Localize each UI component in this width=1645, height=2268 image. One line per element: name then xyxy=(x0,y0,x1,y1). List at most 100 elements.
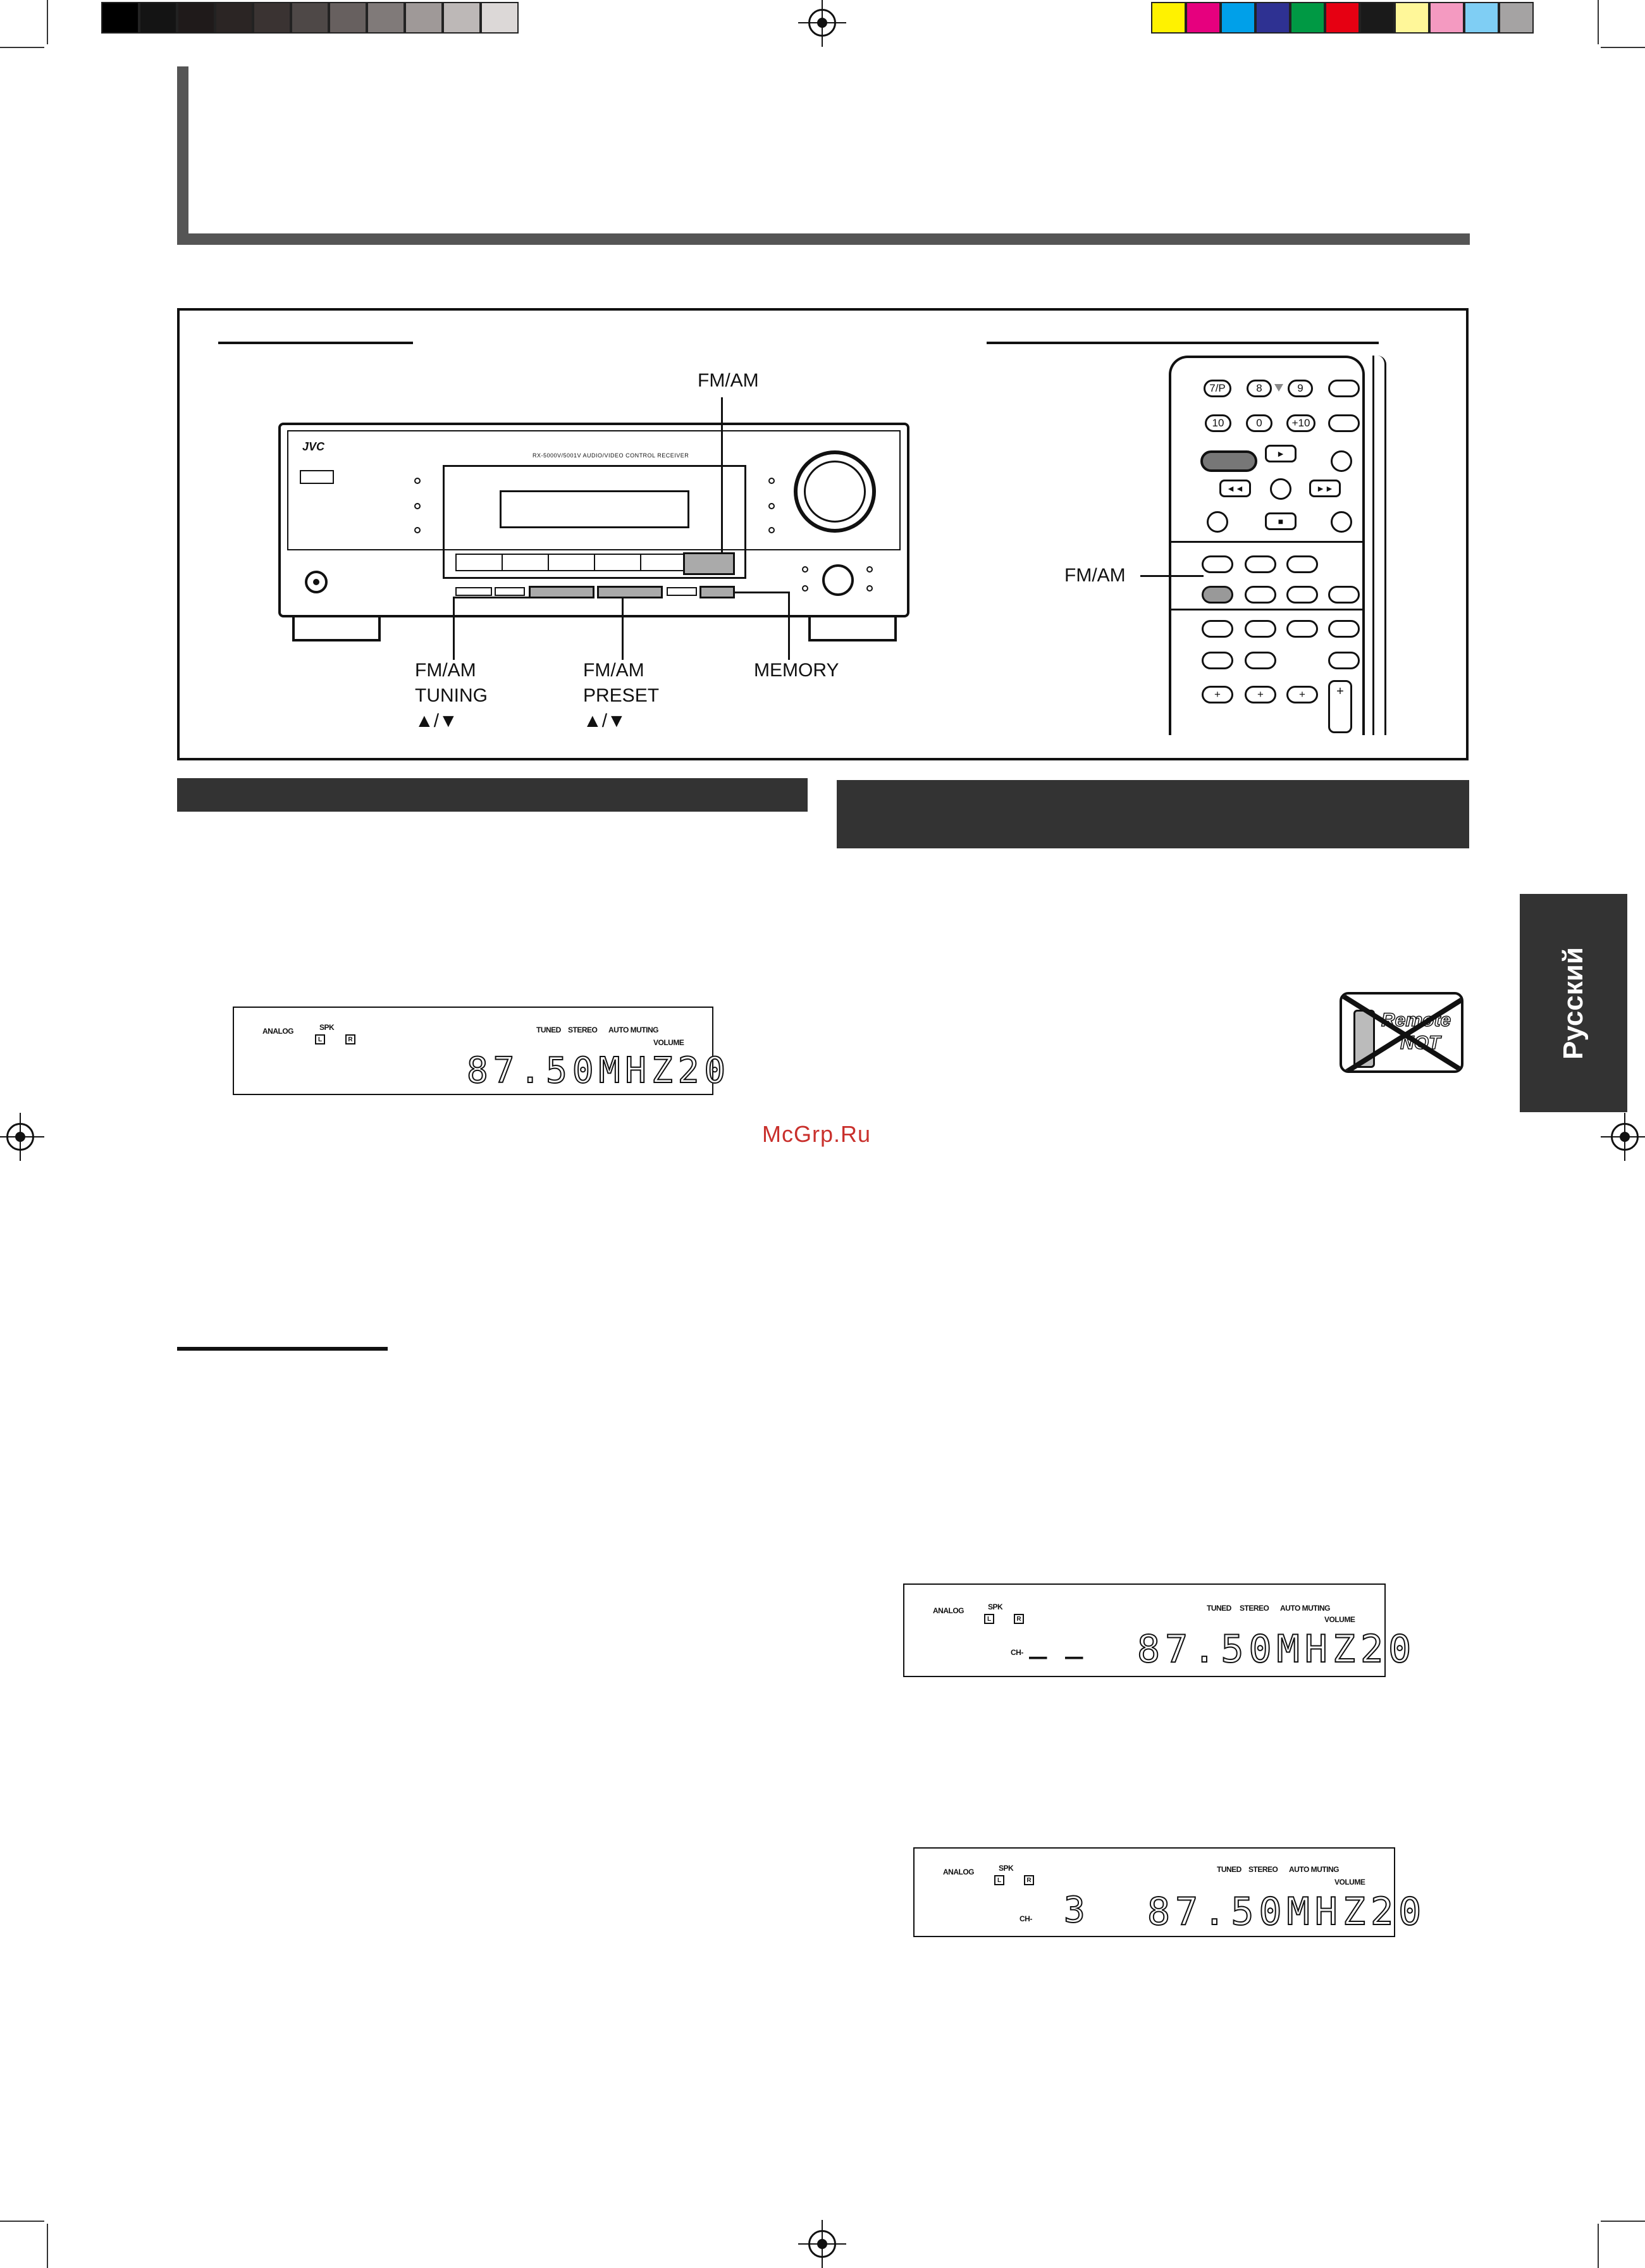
color-swatch xyxy=(1221,2,1255,34)
color-swatch xyxy=(1429,2,1464,34)
gray-swatch xyxy=(367,2,405,34)
indicator-led xyxy=(802,585,808,592)
indicator-led xyxy=(414,527,421,533)
color-swatch xyxy=(1290,2,1325,34)
language-tab: Русский xyxy=(1520,894,1627,1112)
lcd-tuned: TUNED xyxy=(1207,1604,1231,1613)
lcd-display-3: ANALOG SPK L R TUNED STEREO AUTO MUTING … xyxy=(913,1847,1422,1937)
prev-track-icon: ◄◄ xyxy=(1219,480,1251,497)
fmam-button-receiver xyxy=(683,552,735,575)
remote-plus-key: + xyxy=(1286,686,1318,703)
color-swatch xyxy=(1325,2,1360,34)
gray-swatch xyxy=(139,2,177,34)
section-bar-left xyxy=(177,778,808,812)
indicator-led xyxy=(802,566,808,573)
gray-swatch xyxy=(101,2,139,34)
remote-key-blank xyxy=(1245,652,1276,669)
crop-mark xyxy=(1598,2224,1599,2268)
remote-key-10: 10 xyxy=(1205,414,1231,432)
lcd-stereo: STEREO xyxy=(568,1026,598,1034)
crop-mark xyxy=(0,2221,44,2222)
receiver-model-text: RX-5000V/5001V AUDIO/VIDEO CONTROL RECEI… xyxy=(533,452,689,459)
lcd-display-1: ANALOG SPK L R TUNED STEREO AUTO MUTING … xyxy=(233,1007,726,1095)
master-volume-knob xyxy=(794,450,876,533)
remote-circle-key xyxy=(1331,511,1352,533)
memory-button-receiver xyxy=(699,586,735,598)
memory-callout: MEMORY xyxy=(754,660,839,681)
lower-button xyxy=(495,587,525,596)
indicator-led xyxy=(768,478,775,484)
tuning-callout-line1: FM/AM xyxy=(415,660,476,681)
receiver-faceplate xyxy=(287,430,901,550)
receiver-foot-left xyxy=(292,616,381,641)
lcd-frequency: 87.50MHZ20 xyxy=(1147,1890,1427,1934)
lcd-frequency: 87.50MHZ20 xyxy=(466,1050,731,1091)
memory-leader-h xyxy=(735,592,789,593)
lcd-volume: VOLUME xyxy=(1324,1615,1355,1624)
tuning-callout-line2: TUNING xyxy=(415,685,488,706)
remote-key-blank xyxy=(1202,555,1233,573)
power-button xyxy=(300,470,334,484)
preset-leader xyxy=(622,598,624,660)
lcd-spk-r: R xyxy=(345,1034,355,1044)
lcd-spk-r: R xyxy=(1024,1875,1034,1885)
pause-icon xyxy=(1270,478,1291,500)
crop-mark xyxy=(47,0,48,44)
receiver-foot-right xyxy=(808,616,897,641)
remote-key-7p: 7/P xyxy=(1204,380,1231,397)
lcd-volume: VOLUME xyxy=(653,1038,684,1047)
lcd-channel-label: CH- xyxy=(1011,1648,1023,1657)
lcd-analog: ANALOG xyxy=(933,1606,964,1615)
lcd-analog: ANALOG xyxy=(262,1027,294,1036)
lcd-auto-muting: AUTO MUTING xyxy=(608,1026,658,1034)
lcd-spk-l: L xyxy=(994,1875,1004,1885)
color-swatch xyxy=(1464,2,1499,34)
remote-heading-rule xyxy=(987,342,1379,344)
gray-swatch xyxy=(405,2,443,34)
lcd-spk-l: L xyxy=(984,1614,994,1624)
remote-key-blank xyxy=(1328,620,1360,638)
lcd-tuned: TUNED xyxy=(1217,1865,1241,1874)
gray-swatch xyxy=(215,2,253,34)
remote-volume-key: + xyxy=(1328,680,1352,733)
remote-not-badge: Remote NOT xyxy=(1340,992,1463,1073)
lcd-stereo: STEREO xyxy=(1240,1604,1269,1613)
remote-body xyxy=(1169,356,1365,735)
lcd-spk: SPK xyxy=(319,1023,335,1032)
receiver-brand: JVC xyxy=(302,440,325,453)
remote-circle-key xyxy=(1331,450,1352,472)
remote-key-blank xyxy=(1328,380,1360,397)
remote-key-blank xyxy=(1245,555,1276,573)
lower-button xyxy=(667,587,697,596)
receiver-body xyxy=(278,423,909,617)
registration-mark-right xyxy=(1601,1113,1645,1161)
tuning-callout: FM/AM TUNING ▲/▼ xyxy=(415,658,488,734)
lcd-channel-label: CH- xyxy=(1020,1914,1032,1923)
phones-jack xyxy=(305,571,328,593)
language-tab-label: Русский xyxy=(1558,946,1589,1060)
lower-button xyxy=(455,587,492,596)
indicator-led xyxy=(414,503,421,509)
lcd-analog: ANALOG xyxy=(943,1868,975,1876)
preset-callout-line3: ▲/▼ xyxy=(583,710,626,731)
indicator-led xyxy=(768,503,775,509)
preset-callout: FM/AM PRESET ▲/▼ xyxy=(583,658,659,734)
color-swatch xyxy=(1395,2,1429,34)
remote-key-blank xyxy=(1286,586,1318,604)
illustration-panel xyxy=(177,308,1469,760)
remote-key-8: 8 xyxy=(1247,380,1272,397)
tuning-buttons-receiver xyxy=(529,586,595,598)
lcd-volume: VOLUME xyxy=(1334,1878,1365,1887)
color-swatch xyxy=(1360,2,1395,34)
lcd-auto-muting: AUTO MUTING xyxy=(1280,1604,1330,1613)
crop-mark xyxy=(1601,47,1645,48)
remote-key-blank xyxy=(1286,555,1318,573)
memory-leader xyxy=(788,592,790,660)
section-bar-right xyxy=(837,780,1469,848)
preset-callout-line1: FM/AM xyxy=(583,660,644,681)
remote-key-0: 0 xyxy=(1246,414,1272,432)
remote-key-plus10: +10 xyxy=(1286,414,1315,432)
gray-swatch xyxy=(177,2,215,34)
remote-circle-key xyxy=(1207,511,1228,533)
lcd-channel-number: 3 xyxy=(1063,1890,1090,1931)
